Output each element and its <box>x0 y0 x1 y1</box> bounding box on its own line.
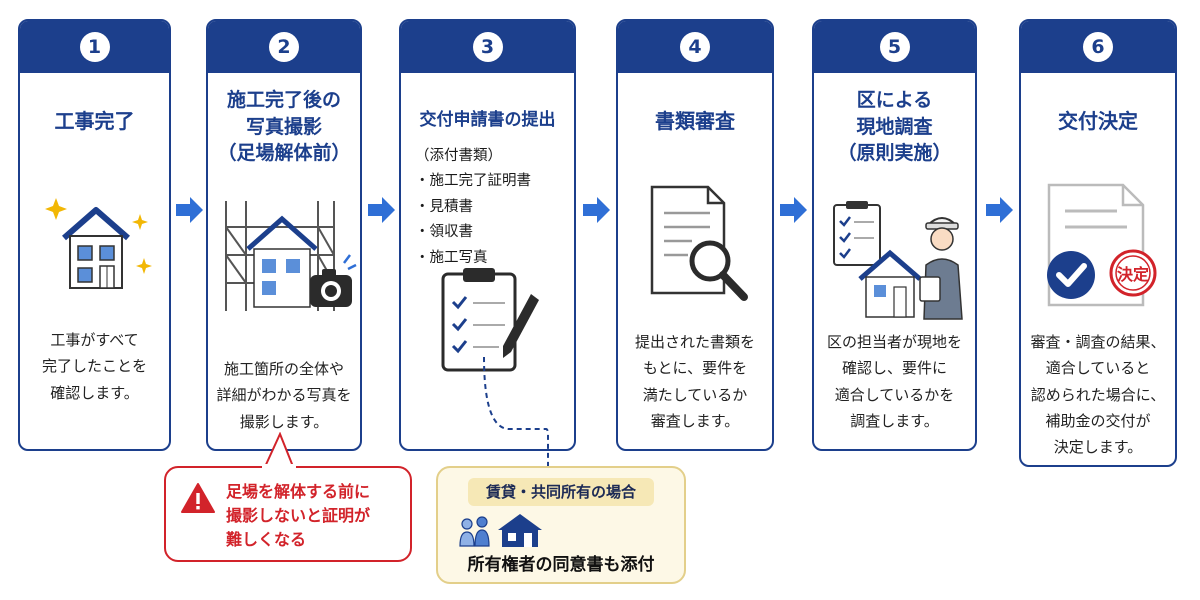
clipboard-pen-icon <box>439 266 544 378</box>
document-approved-icon: 決定 <box>1037 181 1167 315</box>
owners-house-icon <box>459 514 542 547</box>
step-card-6: 6 交付決定 決定 審査・調査の結果、 適合していると 認められた場合に、 補助… <box>1019 19 1177 467</box>
rental-note-heading: 賃貸・共同所有の場合 <box>468 478 654 506</box>
step-number: 5 <box>879 32 910 62</box>
attachment-item: 施工完了証明書 <box>415 169 532 194</box>
inspector-house-icon <box>830 199 970 328</box>
step-header: 2 <box>208 21 360 73</box>
arrow-right-icon <box>368 197 395 223</box>
attachment-list: （添付書類） 施工完了証明書 見積書 領収書 施工写真 <box>415 144 531 271</box>
step-header: 3 <box>401 21 574 73</box>
attachments-heading: （添付書類） <box>415 148 502 164</box>
arrow-right-icon <box>176 197 203 223</box>
document-magnifier-icon <box>648 183 758 307</box>
step-number: 4 <box>680 32 710 62</box>
rental-note: 賃貸・共同所有の場合 所有権者の同意書も添付 <box>436 466 686 584</box>
step-title: 施工完了後の 写真撮影 （足場解体前） <box>217 89 351 165</box>
step-title: 区による 現地調査 （原則実施） <box>837 89 952 165</box>
step-header: 1 <box>20 21 169 73</box>
attachment-item: 見積書 <box>415 195 531 220</box>
callout-pointer <box>263 432 295 470</box>
callout-pointer-cover <box>262 464 296 468</box>
warning-icon <box>181 483 215 513</box>
step-title: 書類審査 <box>655 109 735 133</box>
step-card-2: 2 施工完了後の 写真撮影 （足場解体前） 施工箇所の全体や 詳 <box>206 19 362 451</box>
step-description: 審査・調査の結果、 適合していると 認められた場合に、 補助金の交付が 決定しま… <box>1030 333 1166 456</box>
step-card-1: 1 工事完了 工事がすべて 完了したことを 確認します。 <box>18 19 171 451</box>
rental-note-text: 所有権者の同意書も添付 <box>467 555 655 575</box>
attachment-item: 領収書 <box>415 220 531 245</box>
warning-callout: 足場を解体する前に 撮影しないと証明が 難しくなる <box>164 466 412 562</box>
scaffold-camera-icon <box>218 193 358 327</box>
dashed-connector <box>483 356 549 467</box>
arrow-right-icon <box>986 197 1013 223</box>
step-card-4: 4 書類審査 提出された書類を もとに、要件を 満たしているか 審査します。 <box>616 19 774 451</box>
stamp-label: 決定 <box>1117 265 1149 284</box>
step-header: 5 <box>814 21 975 73</box>
step-card-3: 3 交付申請書の提出 （添付書類） 施工完了証明書 見積書 領収書 施工写真 <box>399 19 576 451</box>
step-description: 提出された書類を もとに、要件を 満たしているか 審査します。 <box>634 333 755 430</box>
step-title: 工事完了 <box>54 109 135 133</box>
step-description: 工事がすべて 完了したことを 確認します。 <box>41 331 147 402</box>
step-number: 1 <box>79 32 110 62</box>
step-description: 施工箇所の全体や 詳細がわかる写真を 撮影します。 <box>216 360 352 431</box>
step-card-5: 5 区による 現地調査 （原則実施） 区の担当者が現地を 確認し、要件に 適合し… <box>812 19 977 451</box>
house-sparkle-icon <box>34 176 159 305</box>
step-header: 6 <box>1021 21 1175 73</box>
step-header: 4 <box>618 21 772 73</box>
warning-text: 足場を解体する前に 撮影しないと証明が 難しくなる <box>226 482 371 549</box>
step-number: 6 <box>1083 32 1113 62</box>
step-number: 3 <box>472 32 503 62</box>
arrow-right-icon <box>583 197 610 223</box>
step-description: 区の担当者が現地を 確認し、要件に 適合しているかを 調査します。 <box>826 333 962 430</box>
step-title: 交付決定 <box>1058 109 1138 133</box>
step-title: 交付申請書の提出 <box>419 110 556 130</box>
step-number: 2 <box>269 32 299 62</box>
attachment-item: 施工写真 <box>415 246 531 271</box>
arrow-right-icon <box>780 197 807 223</box>
